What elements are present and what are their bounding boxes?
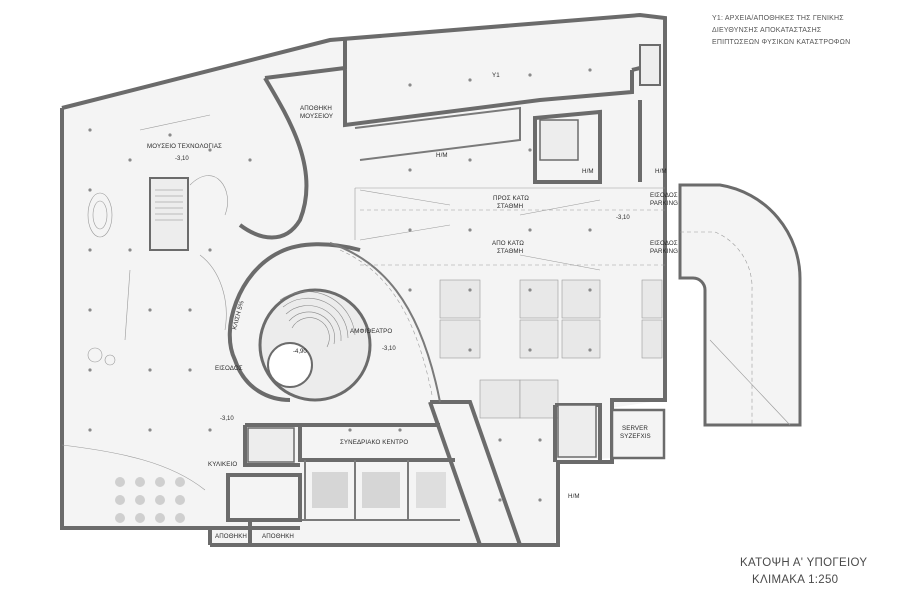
stair-core-parking — [557, 404, 597, 458]
amphitheatre-outer-wall — [227, 242, 361, 402]
ramp-center-line — [680, 231, 753, 425]
parking-diagonals — [359, 189, 601, 271]
room-hm-bottom: Η/Μ — [568, 493, 580, 500]
ramp-dashes — [339, 249, 433, 396]
parking-boundary — [354, 187, 665, 240]
label-entrance-parking-2b: PARKING — [650, 248, 678, 255]
diagonal-corridor-wall — [430, 400, 522, 546]
room-museum-storage: ΑΠΟΘΗΚΗ — [300, 105, 332, 112]
room-y1: Υ1 — [492, 72, 500, 79]
level-amphi-foyer: -3,10 — [382, 346, 396, 352]
label-from-lower-level: ΑΠΟ ΚΑΤΩ — [492, 240, 524, 247]
outer-wall-left — [60, 108, 212, 545]
label-entrance-parking-1b: PARKING — [650, 200, 678, 207]
columns — [88, 68, 592, 502]
hm-mid-walls — [533, 109, 602, 184]
storage-walls — [210, 520, 300, 545]
storage-band-walls — [264, 40, 641, 128]
ramp-diagonal — [709, 339, 791, 426]
canteen-counter — [61, 444, 206, 491]
drawing-title: ΚΑΤΟΨΗ Α' ΥΠΟΓΕΙΟΥ — [740, 557, 867, 569]
outer-wall — [61, 12, 667, 547]
room-hm-right: Η/Μ — [655, 168, 667, 175]
level-parking: -3,10 — [616, 215, 630, 221]
label-to-lower-level-2: ΣΤΑΘΜΗ — [497, 203, 523, 210]
museum-stair-treads — [155, 189, 183, 221]
conference-walls — [245, 423, 455, 462]
room-canteen: ΚΥΛΙΚΕΙΟ — [208, 461, 237, 468]
room-storage-b: ΑΠΟΘΗΚΗ — [262, 533, 294, 540]
conference-seats — [312, 472, 446, 508]
stair-core-right — [639, 44, 661, 86]
drawing-scale: ΚΛΙΜΑΚΑ 1:250 — [752, 574, 838, 586]
canteen-tables — [115, 477, 185, 523]
museum-exhibits — [87, 114, 228, 366]
room-server-2: SYZEFXIS — [620, 433, 651, 440]
server-room — [610, 408, 666, 460]
legend-line-2: ΔΙΕΥΘΥΝΣΗΣ ΑΠΟΚΑΤΑΣΤΑΣΗΣ — [712, 27, 822, 34]
stair-core-conference — [247, 427, 295, 463]
storage-wall-inner — [354, 106, 521, 161]
level-amphitheatre: -4,90 — [293, 349, 307, 355]
stair-core-mid — [539, 119, 579, 161]
room-storage-a: ΑΠΟΘΗΚΗ — [215, 533, 247, 540]
label-to-lower-level: ΠΡΟΣ ΚΑΤΩ — [493, 195, 529, 202]
label-from-lower-level-2: ΣΤΑΘΜΗ — [497, 248, 523, 255]
room-hm-mid: Η/Μ — [582, 168, 594, 175]
level-tech-museum: -3,10 — [175, 156, 189, 162]
room-tech-museum: ΜΟΥΣΕΙΟ ΤΕΧΝΟΛΟΓΙΑΣ — [147, 143, 222, 150]
tech-museum-curve — [238, 76, 309, 240]
room-server: SERVER — [622, 425, 648, 432]
label-entrance-parking-1: ΕΙΣΟΔΟΣ — [650, 192, 678, 199]
room-hm-top: Η/Μ — [436, 152, 448, 159]
level-lobby: -3,10 — [220, 416, 234, 422]
toilets-walls — [226, 473, 302, 522]
curved-ramp-wall — [329, 242, 441, 403]
amphitheatre-stage — [267, 342, 313, 388]
legend-line-3: ΕΠΙΠΤΩΣΕΩΝ ΦΥΣΙΚΩΝ ΚΑΤΑΣΤΡΟΦΩΝ — [712, 39, 850, 46]
label-entrance: ΕΙΣΟΔΟΣ — [215, 365, 243, 372]
room-museum-storage-2: ΜΟΥΣΕΙΟΥ — [300, 113, 333, 120]
seating-rows — [279, 291, 356, 348]
core-stair-walls — [243, 425, 300, 467]
legend-line-1: Υ1: ΑΡΧΕΙΑ/ΑΠΟΘΗΚΕΣ ΤΗΣ ΓΕΝΙΚΗΣ — [712, 15, 844, 22]
room-conference-centre: ΣΥΝΕΔΡΙΑΚΟ ΚΕΝΤΡΟ — [340, 439, 408, 446]
room-amphitheatre: ΑΜΦΙΘΕΑΤΡΟ — [350, 328, 392, 335]
parking-grid — [439, 279, 663, 419]
parking-ramp — [678, 183, 802, 427]
conference-dividers — [300, 460, 460, 521]
label-entrance-parking-2: ΕΙΣΟΔΟΣ — [650, 240, 678, 247]
